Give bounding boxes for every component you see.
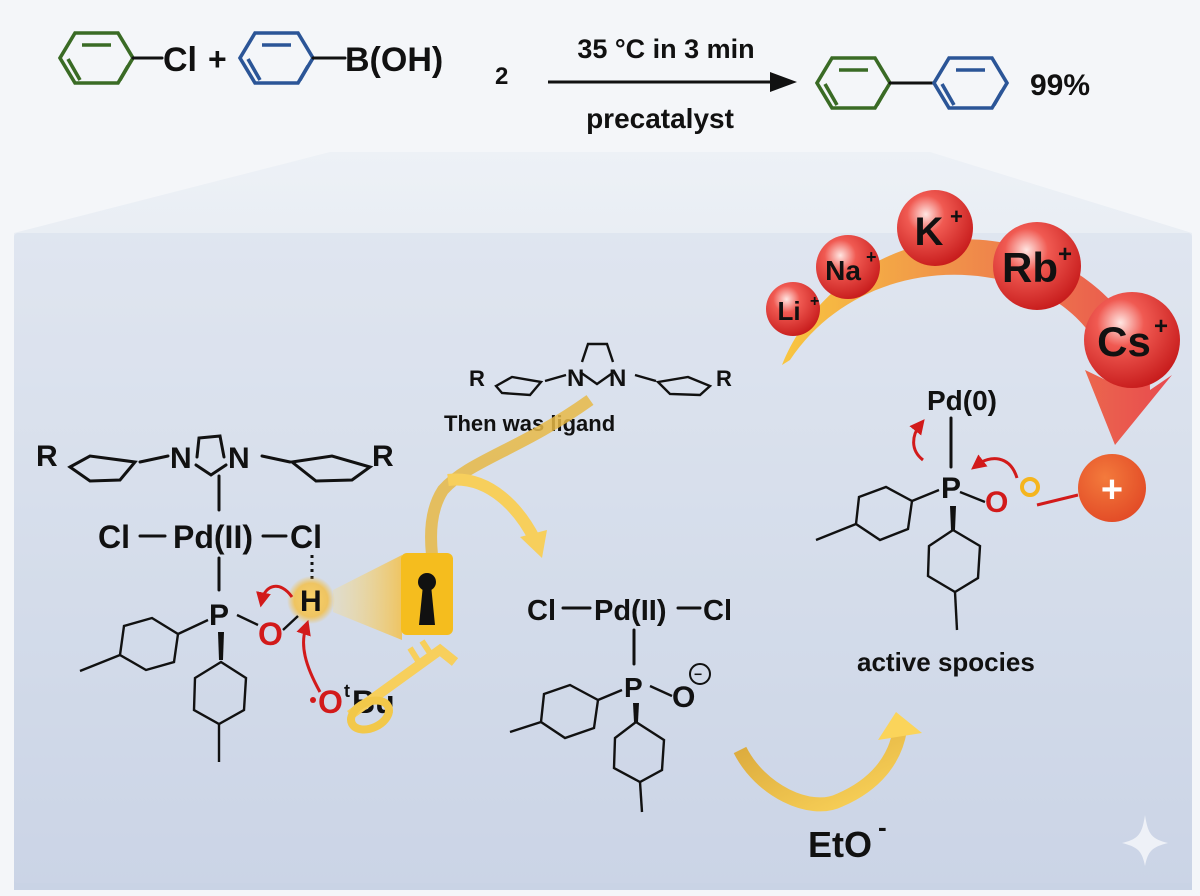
cation-size-arc <box>782 239 1172 445</box>
svg-text:+: + <box>1101 469 1123 511</box>
product-biphenyl: 99% <box>814 56 1090 110</box>
svg-text:O: O <box>985 486 1008 519</box>
svg-text:R: R <box>372 440 394 473</box>
svg-text:+: + <box>1058 241 1072 268</box>
svg-text:O: O <box>258 616 283 652</box>
reaction-condition-catalyst: precatalyst <box>586 103 734 134</box>
cation-li: Li + <box>766 282 820 336</box>
background-panel <box>14 152 1192 890</box>
cation-na: Na + <box>816 235 880 299</box>
ethoxide-charge: - <box>878 812 887 842</box>
sparkle-icon <box>1122 815 1168 866</box>
svg-text:O: O <box>318 684 343 720</box>
svg-text:Cs: Cs <box>1097 318 1151 365</box>
svg-text:O: O <box>672 681 695 714</box>
svg-text:R: R <box>469 366 485 391</box>
inner-panel <box>14 233 1192 883</box>
svg-text:K: K <box>915 210 944 254</box>
svg-text:Pd(II): Pd(II) <box>594 595 667 627</box>
svg-text:+: + <box>1154 313 1168 340</box>
lock-key-illustration <box>333 553 459 734</box>
active-species-caption: active spocies <box>857 647 1035 677</box>
free-ligand-nhc: N N R R <box>469 342 732 397</box>
svg-text:Pd(0): Pd(0) <box>927 385 997 416</box>
plus-sign: + <box>208 41 227 77</box>
svg-text:Cl: Cl <box>703 595 732 627</box>
chloro-label: Cl <box>163 41 197 79</box>
svg-text:N: N <box>170 442 192 475</box>
svg-text:H: H <box>300 585 322 618</box>
cation-rb: Rb + <box>993 222 1081 310</box>
svg-text:Cl: Cl <box>290 519 322 555</box>
svg-text:N: N <box>567 365 584 392</box>
ethoxide-arrow <box>733 712 922 812</box>
svg-text:R: R <box>36 440 58 473</box>
active-species-complex: Pd(0) P O + <box>815 385 1146 631</box>
svg-text:P: P <box>209 599 229 632</box>
ethoxide-label: EtO <box>808 824 872 865</box>
svg-text:−: − <box>694 666 702 682</box>
ligand-release-ribbon-arrow <box>425 395 594 558</box>
boronic-acid-subscript: 2 <box>495 63 508 90</box>
intermediate-complex: Cl Pd(II) Cl P O − <box>509 595 732 813</box>
cation-cs: Cs + <box>1084 292 1180 388</box>
svg-text:+: + <box>950 204 963 229</box>
svg-text:+: + <box>866 247 877 267</box>
svg-text:Rb: Rb <box>1002 244 1058 291</box>
svg-text:Na: Na <box>825 255 861 286</box>
cation-k: K + <box>897 190 973 266</box>
svg-text:N: N <box>609 365 626 392</box>
svg-text:Cl: Cl <box>527 595 556 627</box>
boronic-acid-label: B(OH) <box>345 41 443 79</box>
svg-text:t: t <box>344 681 350 701</box>
svg-text:Cl: Cl <box>98 519 130 555</box>
svg-text:+: + <box>810 293 819 310</box>
reactant-phenylboronic-acid: B(OH) 2 <box>237 31 508 90</box>
svg-text:N: N <box>228 442 250 475</box>
svg-text:Pd(II): Pd(II) <box>173 519 253 555</box>
reaction-condition-temperature: 35 °C in 3 min <box>577 34 754 64</box>
yield-label: 99% <box>1030 69 1090 102</box>
reaction-arrow: 35 °C in 3 min precatalyst <box>548 34 797 134</box>
svg-text:Li: Li <box>777 296 800 326</box>
svg-text:P: P <box>941 472 961 505</box>
reactant-chlorobenzene: Cl <box>57 31 197 85</box>
svg-text:R: R <box>716 366 732 391</box>
svg-text:P: P <box>624 672 643 703</box>
